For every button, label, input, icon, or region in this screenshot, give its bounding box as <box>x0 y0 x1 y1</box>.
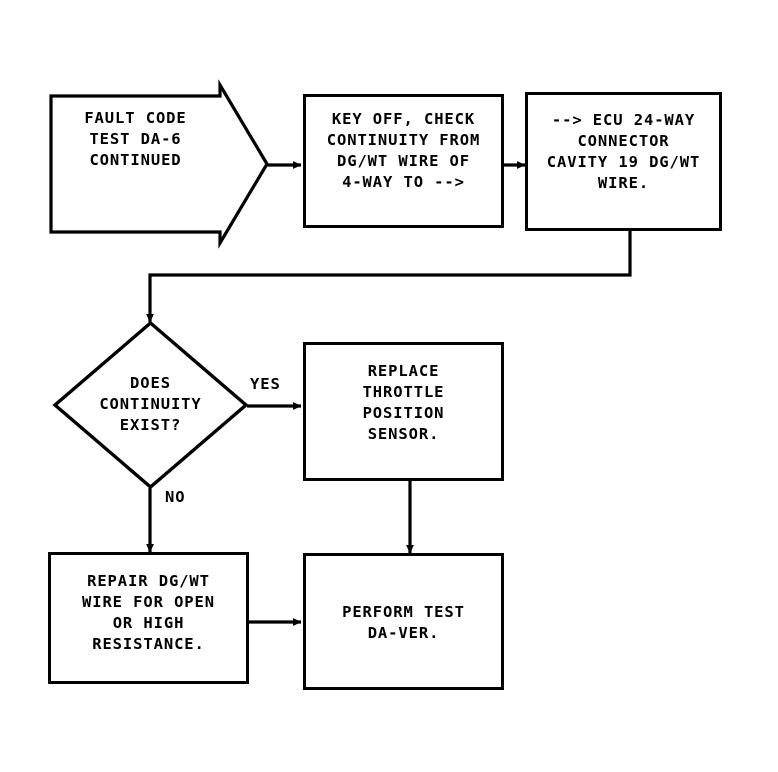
node-ecu-connector-label: --> ECU 24-WAY CONNECTOR CAVITY 19 DG/WT… <box>546 111 701 192</box>
node-perform-test-label: PERFORM TEST DA-VER. <box>342 603 465 642</box>
edge-label-yes: YES <box>250 375 281 393</box>
node-decision-diamond: DOES CONTINUITY EXIST? <box>52 320 249 490</box>
node-repair-wire: REPAIR DG/WT WIRE FOR OPEN OR HIGH RESIS… <box>48 552 249 684</box>
node-start-label: FAULT CODE TEST DA-6 CONTINUED <box>84 109 187 169</box>
node-replace-sensor-label: REPLACE THROTTLE POSITION SENSOR. <box>362 362 445 443</box>
node-perform-test: PERFORM TEST DA-VER. <box>303 553 504 690</box>
node-replace-sensor: REPLACE THROTTLE POSITION SENSOR. <box>303 342 504 481</box>
node-check-continuity-label: KEY OFF, CHECK CONTINUITY FROM DG/WT WIR… <box>326 110 481 191</box>
node-decision-label: DOES CONTINUITY EXIST? <box>99 374 202 434</box>
node-repair-wire-label: REPAIR DG/WT WIRE FOR OPEN OR HIGH RESIS… <box>81 572 215 653</box>
edge-label-no: NO <box>165 488 186 506</box>
node-start-pentagon: FAULT CODE TEST DA-6 CONTINUED <box>48 78 270 250</box>
node-check-continuity: KEY OFF, CHECK CONTINUITY FROM DG/WT WIR… <box>303 94 504 228</box>
node-ecu-connector: --> ECU 24-WAY CONNECTOR CAVITY 19 DG/WT… <box>525 92 722 231</box>
